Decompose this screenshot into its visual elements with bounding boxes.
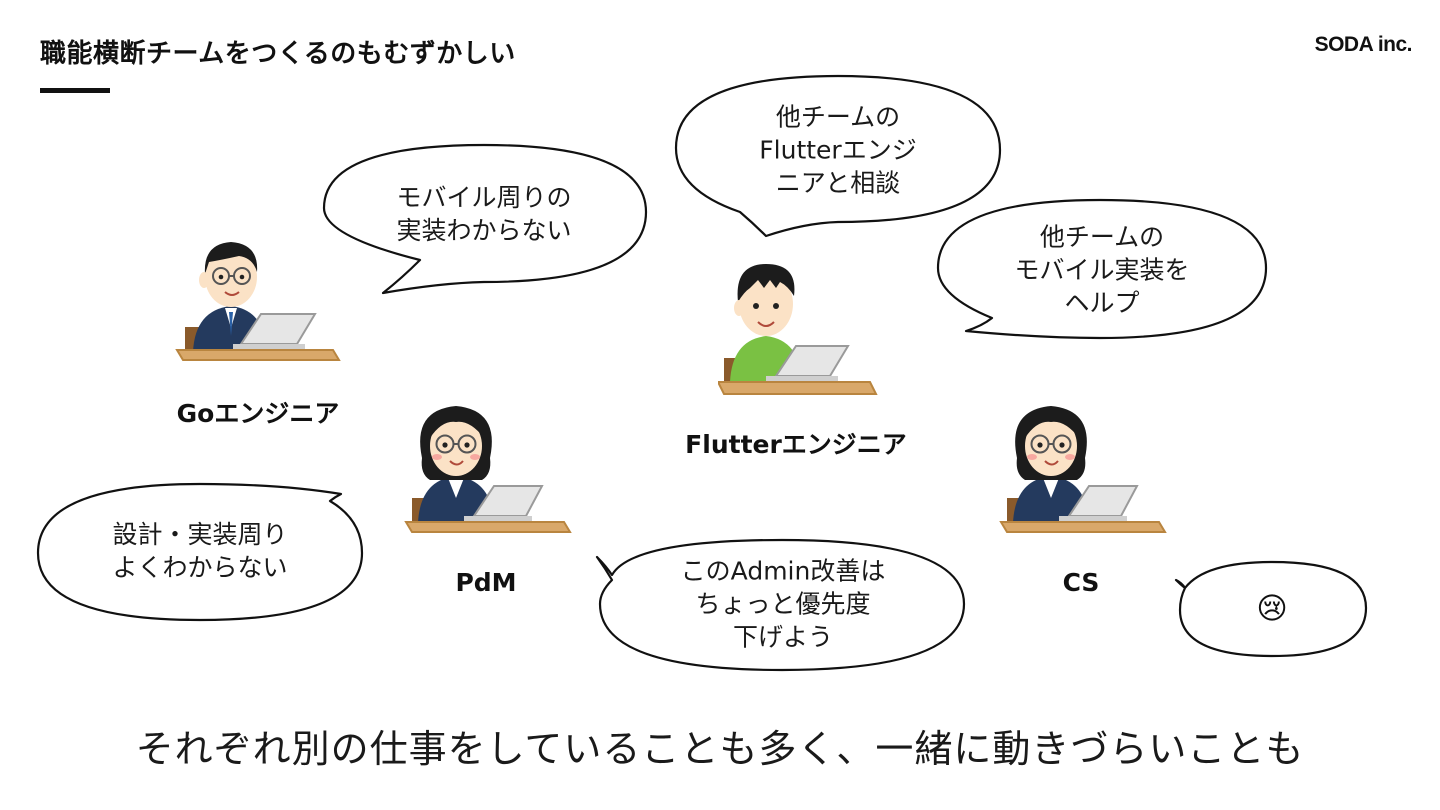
bubble-flutter-consult (674, 74, 1002, 238)
flutter-engineer-illustration (718, 264, 878, 395)
person-label-cs: CS (1062, 568, 1100, 597)
pdm-illustration (404, 406, 572, 533)
go-engineer-illustration (175, 242, 341, 361)
bubble-cs (1174, 560, 1368, 658)
cs-illustration (999, 406, 1167, 533)
title-underline (40, 88, 110, 93)
bubble-text-flutter-consult: 他チームの Flutterエンジ ニアと相談 (759, 102, 917, 198)
person-label-pdm: PdM (455, 568, 517, 597)
bubble-text-flutter-help: 他チームの モバイル実装を ヘルプ (1014, 222, 1190, 318)
slide-caption: それぞれ別の仕事をしていることも多く、一緒に動きづらいことも (135, 727, 1305, 771)
person-label-go-engineer: Goエンジニア (176, 399, 340, 428)
bubble-text-admin: このAdmin改善は ちょっと優先度 下げよう (680, 556, 886, 652)
slide-title: 職能横断チームをつくるのもむずかしい (40, 39, 516, 69)
bubble-text-go-mobile: モバイル周りの 実装わからない (396, 183, 572, 245)
person-label-flutter-engineer: Flutterエンジニア (685, 430, 907, 459)
bubble-go-mobile (322, 143, 648, 295)
crying-face-icon: 😢 (1256, 591, 1288, 627)
bubble-design (36, 482, 364, 622)
bubble-flutter-help (936, 198, 1268, 340)
company-logo: SODA inc. (1314, 33, 1413, 56)
bubble-admin (595, 538, 966, 672)
bubble-text-design: 設計・実装周り よくわからない (112, 520, 288, 582)
